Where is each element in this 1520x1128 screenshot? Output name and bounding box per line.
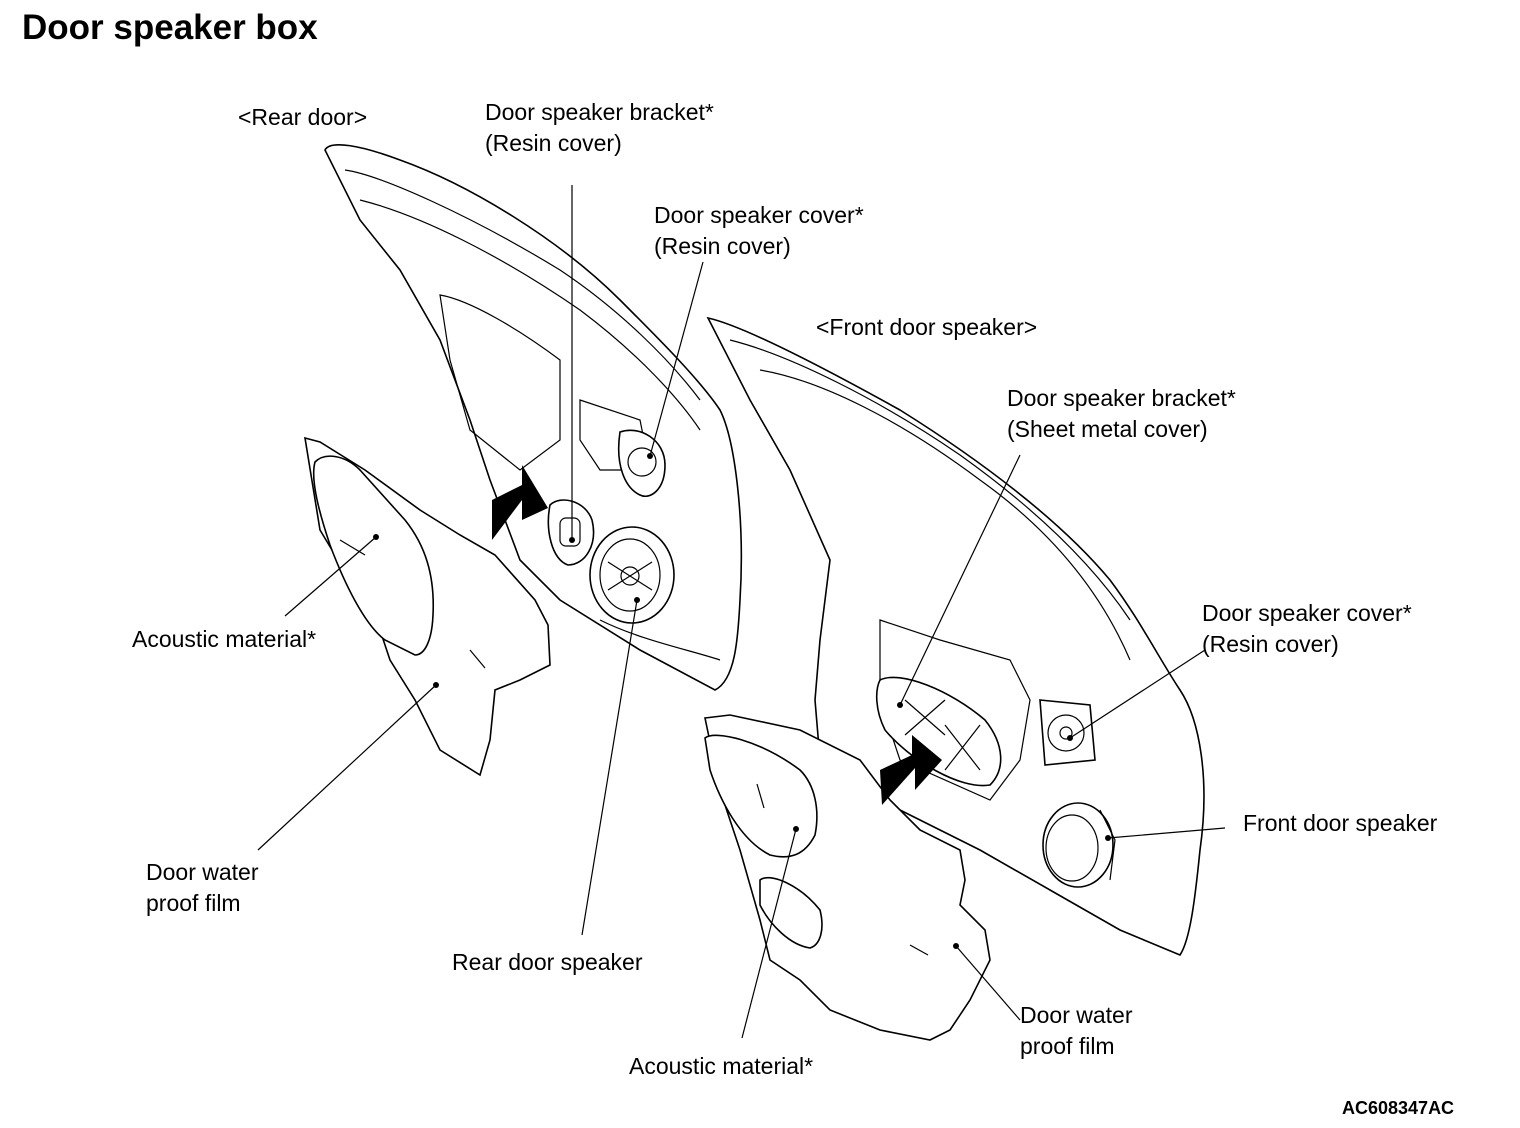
front-cover-label: Door speaker cover* (Resin cover): [1202, 598, 1412, 660]
rear-speaker-label: Rear door speaker: [452, 949, 643, 975]
front-bracket-label: Door speaker bracket* (Sheet metal cover…: [1007, 383, 1236, 445]
front-install-arrow: [880, 735, 942, 805]
rear-door-panel: [324, 144, 743, 691]
rear-cover-label-line2: (Resin cover): [654, 233, 791, 259]
rear-acoustic-label: Acoustic material*: [132, 626, 317, 652]
rear-bracket-label-line2: (Resin cover): [485, 130, 622, 156]
page-title: Door speaker box: [22, 8, 318, 47]
rear-acoustic-material: [312, 455, 435, 656]
rear-bracket-label: Door speaker bracket* (Resin cover): [485, 97, 714, 159]
front-film-label-line2: proof film: [1020, 1033, 1115, 1059]
rear-film-label: Door water proof film: [146, 857, 258, 919]
front-speaker-label: Front door speaker: [1243, 810, 1438, 836]
figure-code: AC608347AC: [1342, 1098, 1455, 1118]
rear-bracket-label-line1: Door speaker bracket*: [485, 99, 714, 125]
rear-door-heading: <Rear door>: [238, 104, 368, 130]
front-cover-label-line2: (Resin cover): [1202, 631, 1339, 657]
front-door-heading: <Front door speaker>: [816, 314, 1038, 340]
rear-cover-label-line1: Door speaker cover*: [654, 202, 864, 228]
rear-install-arrow: [492, 465, 548, 540]
leader-lines: [257, 185, 1226, 1039]
rear-film-label-line1: Door water: [146, 859, 259, 885]
front-film-label: Door water proof film: [1020, 1000, 1132, 1062]
front-acoustic-label: Acoustic material*: [629, 1053, 814, 1079]
front-door-panel: [706, 316, 1205, 956]
rear-cover-label: Door speaker cover* (Resin cover): [654, 200, 864, 262]
front-bracket-label-line2: (Sheet metal cover): [1007, 416, 1208, 442]
front-film-label-line1: Door water: [1020, 1002, 1133, 1028]
front-bracket-label-line1: Door speaker bracket*: [1007, 385, 1236, 411]
rear-film-label-line2: proof film: [146, 890, 241, 916]
front-cover-label-line1: Door speaker cover*: [1202, 600, 1412, 626]
